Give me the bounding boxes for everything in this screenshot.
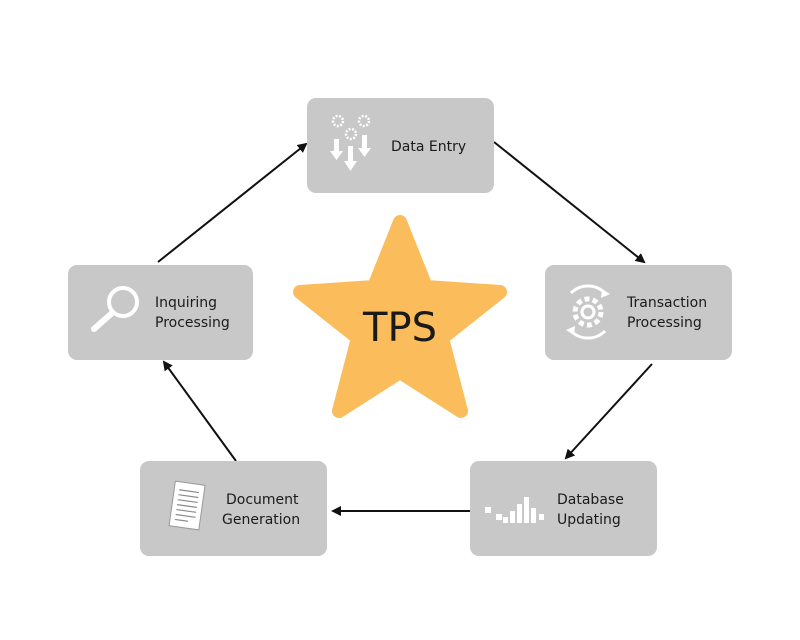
- step-label-line2: Updating: [557, 512, 621, 528]
- step-box: [545, 265, 732, 360]
- cycle-arrows: [157, 141, 653, 516]
- magnifier-icon: [91, 286, 139, 332]
- step-box: [140, 461, 327, 556]
- step-box: [470, 461, 657, 556]
- step-transaction-processing: Transaction Processing: [545, 265, 732, 360]
- step-label-line2: Generation: [222, 512, 300, 528]
- step-data-entry: Data Entry: [307, 98, 494, 193]
- tps-label: TPS: [362, 305, 437, 351]
- step-document-generation: Document Generation: [140, 461, 327, 556]
- arrow-inquiring-to-data-entry: [157, 142, 308, 263]
- step-box: [68, 265, 253, 360]
- step-label-line2: Processing: [627, 315, 702, 331]
- step-box: [307, 98, 494, 193]
- step-label-line2: Processing: [155, 315, 230, 331]
- arrow-transaction-to-database: [564, 363, 653, 460]
- step-label-line1: Data Entry: [391, 139, 466, 155]
- tps-star: TPS: [293, 215, 507, 418]
- step-inquiring-processing: Inquiring Processing: [68, 265, 253, 360]
- step-label-line1: Inquiring: [155, 295, 217, 311]
- document-icon: [168, 480, 206, 531]
- step-database-updating: Database Updating: [470, 461, 657, 556]
- arrow-data-entry-to-transaction: [493, 141, 646, 264]
- bar-chart-icon: [485, 497, 544, 523]
- arrow-document-to-inquiring: [162, 360, 237, 462]
- star-shape: [293, 215, 507, 418]
- gears-down-arrows-icon: [330, 114, 371, 171]
- step-label-line1: Document: [226, 492, 299, 508]
- step-label-line1: Transaction: [626, 295, 707, 311]
- step-label-line1: Database: [557, 492, 624, 508]
- gear-cycle-icon: [566, 284, 610, 340]
